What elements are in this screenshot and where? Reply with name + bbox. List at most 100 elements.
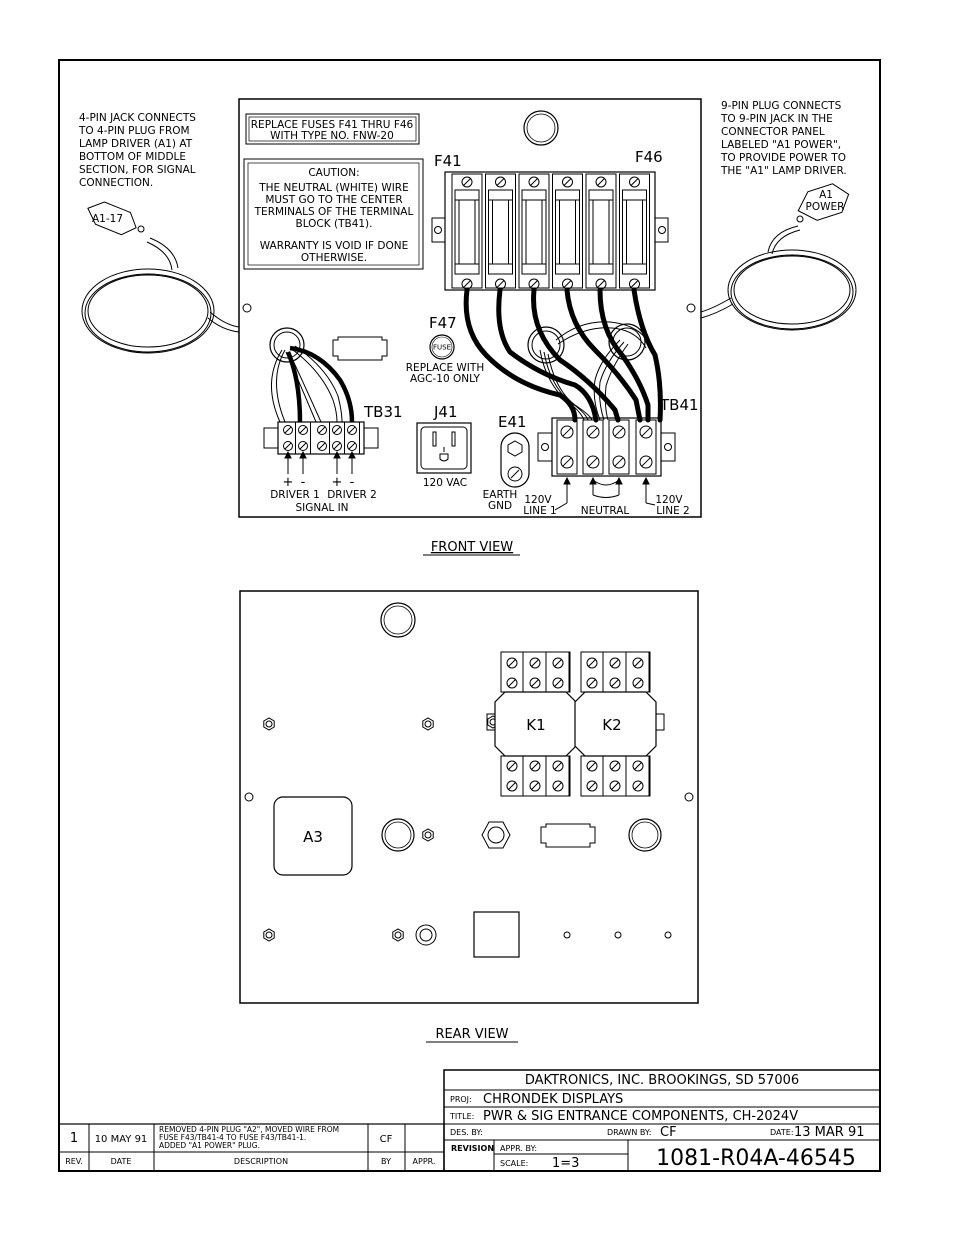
relay-terminal-screw xyxy=(506,760,518,772)
caution-line-2: MUST GO TO THE CENTER xyxy=(265,194,402,206)
line1-voltage: 120V xyxy=(524,494,552,506)
rear-four-pin-jack xyxy=(540,823,596,848)
company-name: DAKTRONICS, INC. BROOKINGS, SD 57006 xyxy=(525,1073,799,1088)
fuse-holder-nut xyxy=(481,821,511,849)
left-jack-note: 4-PIN JACK CONNECTS TO 4-PIN PLUG FROM L… xyxy=(78,112,196,189)
tb31-screw xyxy=(298,425,308,435)
signal-in-label: SIGNAL IN xyxy=(295,502,348,514)
terminal-block-tb31 xyxy=(263,421,379,455)
caution-line-4: BLOCK (TB41). xyxy=(295,218,372,230)
proj-label: PROJ: xyxy=(450,1095,472,1104)
relay-terminal-screw xyxy=(552,760,564,772)
relay-terminal-screw xyxy=(632,677,644,689)
rear-grommet xyxy=(381,818,415,852)
date-label: DATE: xyxy=(770,1128,794,1137)
tb31-signal-wires xyxy=(271,345,355,423)
front-panel-outline xyxy=(238,98,702,518)
by-header: BY xyxy=(381,1157,391,1166)
hex-nut xyxy=(422,717,434,731)
tb31-screw xyxy=(317,441,327,451)
relay-terminal-screw xyxy=(632,657,644,669)
tb41-screw xyxy=(586,455,600,469)
relay-terminal-screw xyxy=(586,760,598,772)
relay-terminal-screw xyxy=(586,657,598,669)
fuse-label-f41: F41 xyxy=(434,152,462,170)
j41-label: J41 xyxy=(433,403,458,421)
tb31-screw xyxy=(283,425,293,435)
tb41-screw xyxy=(586,425,600,439)
drawing-number: 1081-R04A-46545 xyxy=(656,1146,856,1171)
relay-terminal-screw xyxy=(632,760,644,772)
tag-a1-17: A1-17 xyxy=(87,201,145,236)
revision-block: 1 10 MAY 91 REMOVED 4-PIN PLUG "A2", MOV… xyxy=(58,1123,445,1172)
tb41-screw xyxy=(639,455,653,469)
driver1-label: DRIVER 1 xyxy=(270,489,320,501)
right-note-line-5: TO PROVIDE POWER TO xyxy=(720,152,846,164)
tb41-screw xyxy=(612,425,626,439)
relay-terminal-screw xyxy=(609,657,621,669)
relay-terminal-screw xyxy=(529,780,541,792)
relay-terminal-screw xyxy=(586,677,598,689)
j41-voltage: 120 VAC xyxy=(423,477,467,489)
hex-nut xyxy=(422,828,434,842)
left-cable-coil xyxy=(81,237,240,354)
relay-terminal-screw xyxy=(506,780,518,792)
right-plug-note: 9-PIN PLUG CONNECTS TO 9-PIN JACK IN THE… xyxy=(720,100,847,177)
receptacle-back xyxy=(473,911,520,958)
rivet xyxy=(614,931,622,939)
f47-note-line-2: AGC-10 ONLY xyxy=(410,373,481,385)
tb31-screw xyxy=(283,441,293,451)
fuse-note-line-2: WITH TYPE NO. FNW-20 xyxy=(270,130,394,142)
relay-k1: K1 xyxy=(486,651,577,797)
fuse-holder-label: FUSE xyxy=(433,344,451,352)
right-note-line-1: 9-PIN PLUG CONNECTS xyxy=(721,100,842,112)
fuse-holder-f47 xyxy=(429,334,455,360)
f47-note-line-1: REPLACE WITH xyxy=(406,362,484,374)
fuse-note-line-1: REPLACE FUSES F41 THRU F46 xyxy=(251,119,414,131)
neutral-label: NEUTRAL xyxy=(581,505,630,517)
rear-view: K1 K2 A3 RE xyxy=(239,590,699,1043)
relay-terminal-screw xyxy=(552,657,564,669)
line2-voltage: 120V xyxy=(655,494,683,506)
fuse-label-f47: F47 xyxy=(429,314,457,332)
fuse-cell xyxy=(451,173,483,289)
left-note-line-3: LAMP DRIVER (A1) AT xyxy=(79,138,193,150)
date-header: DATE xyxy=(111,1157,132,1166)
tb41-label: TB41 xyxy=(659,396,699,414)
drawing-date: 13 MAR 91 xyxy=(794,1125,865,1140)
description-header: DESCRIPTION xyxy=(234,1157,288,1166)
hex-nut xyxy=(263,928,275,942)
rear-view-title: REAR VIEW xyxy=(435,1027,508,1042)
driver2-label: DRIVER 2 xyxy=(327,489,377,501)
tb31-signal-arrows xyxy=(284,450,356,474)
relay-k2: K2 xyxy=(574,651,665,797)
left-note-line-5: SECTION, FOR SIGNAL xyxy=(79,164,196,176)
right-cable-coil xyxy=(700,225,857,331)
relay-terminal-screw xyxy=(552,780,564,792)
rev-description-line-1: REMOVED 4-PIN PLUG "A2", MOVED WIRE FROM xyxy=(159,1125,339,1134)
scale-label: SCALE: xyxy=(500,1159,528,1168)
relay-terminal-screw xyxy=(529,677,541,689)
relay-terminal-screw xyxy=(609,780,621,792)
appr-header: APPR. xyxy=(413,1157,436,1166)
earth-gnd-line-2: GND xyxy=(488,500,512,512)
terminal-block-tb41 xyxy=(537,417,676,477)
line1-label: LINE 1 xyxy=(523,505,556,517)
tag-a1-17-label: A1-17 xyxy=(92,213,123,225)
tb31-screw xyxy=(347,441,357,451)
caution-note: CAUTION: THE NEUTRAL (WHITE) WIRE MUST G… xyxy=(243,158,424,270)
tag-a1-power: A1 POWER xyxy=(796,183,850,223)
rear-panel-outline xyxy=(239,590,699,1004)
sheet-border xyxy=(58,59,881,1172)
left-note-line-6: CONNECTION. xyxy=(79,177,153,189)
rev-header: REV. xyxy=(65,1157,83,1166)
drawn-by-label: DRAWN BY: xyxy=(607,1128,651,1137)
rear-mount-hole xyxy=(684,792,694,802)
neutral-thin-wires xyxy=(527,321,651,421)
tag-a1-label: A1 xyxy=(819,189,833,201)
tb31-grommet xyxy=(269,327,305,363)
designed-by-label: DES. BY: xyxy=(450,1128,483,1137)
tb31-screw xyxy=(317,425,327,435)
title-label: TITLE: xyxy=(449,1112,474,1121)
